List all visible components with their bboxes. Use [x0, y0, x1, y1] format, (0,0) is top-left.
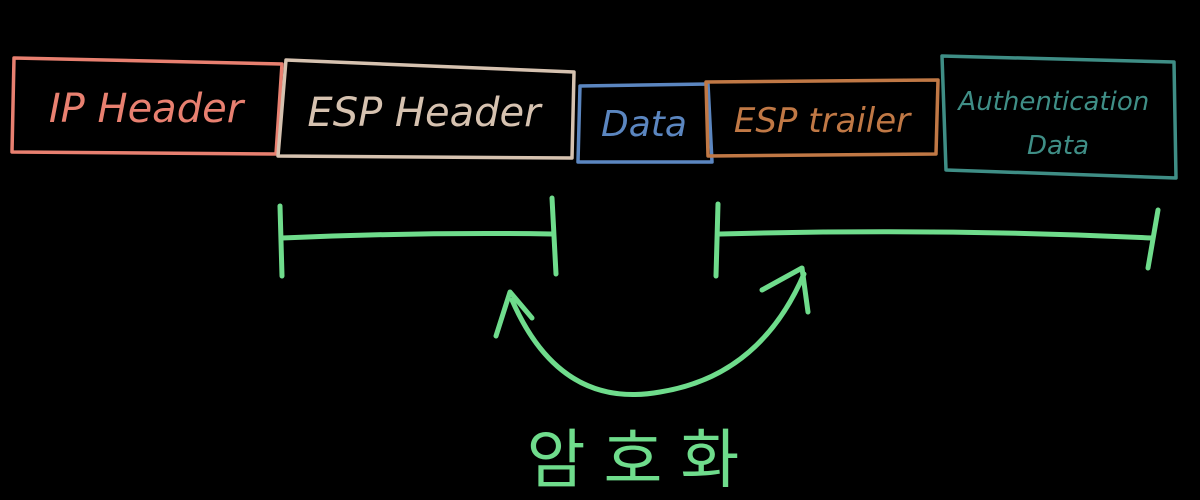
right-bracket-start-tick: [713, 201, 721, 279]
left-bracket-line: [279, 231, 555, 241]
esp-header-label: ESP Header: [307, 90, 543, 136]
authentication-label-line-2: Data: [1027, 131, 1089, 161]
double-headed-curved-arrow: [493, 265, 811, 398]
esp-trailer-box: [704, 78, 940, 158]
encryption-caption: 암호화: [527, 424, 758, 498]
right-bracket-line: [717, 229, 1155, 241]
ip-header-box: [10, 56, 284, 156]
ip-header-label: IP Header: [49, 86, 246, 132]
packet-row: IP Header ESP Header Data ESP trailer Au…: [10, 54, 1178, 180]
right-bracket-end-tick: [1145, 207, 1161, 271]
segment-ip-header: IP Header: [10, 56, 284, 156]
data-box: [576, 82, 714, 164]
authentication-data-box: [940, 54, 1178, 180]
esp-header-box: [276, 58, 576, 160]
authentication-label-line-1: Authentication: [956, 87, 1149, 117]
right-range-bracket: [713, 201, 1161, 279]
left-bracket-end-tick: [549, 195, 559, 277]
segment-authentication-data: Authentication Data: [940, 54, 1178, 180]
segment-esp-trailer: ESP trailer: [704, 78, 940, 158]
segment-data: Data: [576, 82, 714, 164]
segment-esp-header: ESP Header: [276, 58, 576, 160]
arrow-head-right: [759, 265, 811, 315]
encryption-annotation: [277, 195, 1161, 398]
authentication-data-label: Authentication Data: [956, 87, 1157, 161]
left-range-bracket: [277, 195, 559, 279]
arrow-head-left: [493, 289, 535, 339]
left-bracket-start-tick: [277, 203, 285, 279]
esp-trailer-label: ESP trailer: [734, 101, 912, 141]
data-label: Data: [601, 104, 687, 145]
arrow-curve: [509, 271, 807, 398]
